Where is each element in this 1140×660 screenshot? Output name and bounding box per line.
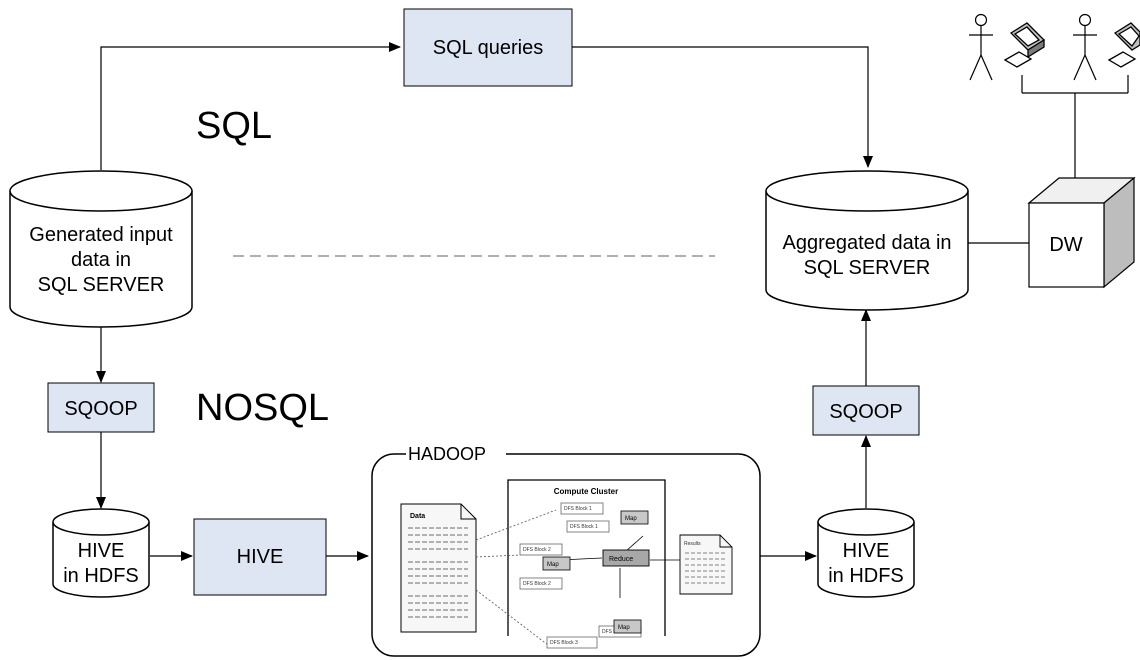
user-icon bbox=[969, 13, 993, 81]
source-db-label-line3: SQL SERVER bbox=[38, 274, 165, 296]
hive-hdfs-right-label-line1: HIVE bbox=[843, 540, 890, 562]
sql-queries-label: SQL queries bbox=[433, 37, 543, 59]
target-db-label-line1: Aggregated data in bbox=[782, 232, 951, 254]
thumb-reduce-label: Reduce bbox=[609, 556, 633, 563]
thumb-block-label: DFS Block 1 bbox=[564, 506, 592, 512]
thumb-cluster-title: Compute Cluster bbox=[554, 487, 618, 496]
hadoop-mapreduce-thumbnail: Data Compute Cluster bbox=[400, 479, 733, 649]
target-db-label-line2: SQL SERVER bbox=[804, 257, 931, 279]
sql-queries-box[interactable]: SQL queries bbox=[403, 8, 573, 87]
thumb-map-label: Map bbox=[625, 516, 637, 522]
user-icon bbox=[1073, 13, 1097, 81]
sqoop-left-label: SQOOP bbox=[64, 398, 137, 420]
thumb-block-label: DFS Block 2 bbox=[523, 547, 551, 553]
sqoop-right-box[interactable]: SQOOP bbox=[812, 385, 920, 436]
thumb-flow-lines bbox=[475, 509, 557, 646]
sqoop-left-box[interactable]: SQOOP bbox=[47, 382, 155, 433]
sql-section-label: SQL bbox=[196, 105, 272, 147]
hadoop-label: HADOOP bbox=[408, 444, 486, 464]
dw-label: DW bbox=[1049, 234, 1082, 256]
hive-hdfs-left-label-line2: in HDFS bbox=[63, 565, 139, 587]
thumb-map-label: Map bbox=[618, 625, 630, 631]
nosql-section-label: NOSQL bbox=[196, 387, 329, 429]
thumb-results-lines bbox=[685, 552, 726, 584]
hive-hdfs-left-label-line1: HIVE bbox=[78, 540, 125, 562]
hive-hdfs-right-cylinder[interactable]: HIVE in HDFS bbox=[817, 508, 915, 598]
source-db-label-line1: Generated input bbox=[29, 224, 173, 246]
target-database[interactable]: Aggregated data in SQL SERVER bbox=[765, 170, 969, 311]
line-dw-to-users bbox=[1021, 75, 1129, 203]
data-warehouse-cube[interactable]: DW bbox=[1027, 176, 1136, 289]
hive-process-box[interactable]: HIVE bbox=[193, 518, 327, 596]
hive-hdfs-left-cylinder[interactable]: HIVE in HDFS bbox=[52, 508, 150, 598]
thumb-block-label: DFS Block 1 bbox=[570, 524, 598, 530]
thumb-results-label: Results bbox=[684, 541, 701, 547]
thumb-block-label: DFS Block 2 bbox=[523, 581, 551, 587]
workstation-icon bbox=[1003, 22, 1046, 68]
arrow-source-to-sql-queries bbox=[100, 42, 401, 170]
thumb-block-label: DFS Block 3 bbox=[550, 640, 578, 646]
thumb-data-label: Data bbox=[410, 513, 425, 520]
arrow-sql-queries-to-target bbox=[572, 46, 873, 168]
thumb-map-label: Map bbox=[547, 562, 559, 568]
hive-process-label: HIVE bbox=[237, 546, 284, 568]
hive-hdfs-right-label-line2: in HDFS bbox=[828, 565, 904, 587]
hadoop-container[interactable]: HADOOP Data Compute Cluster bbox=[371, 444, 761, 657]
source-db-label-line2: data in bbox=[71, 249, 131, 271]
connectors bbox=[96, 42, 1129, 561]
workstation-icon bbox=[1107, 22, 1140, 68]
thumb-data-lines bbox=[408, 527, 468, 618]
source-database[interactable]: Generated input data in SQL SERVER bbox=[9, 170, 193, 328]
sqoop-right-label: SQOOP bbox=[829, 401, 902, 423]
